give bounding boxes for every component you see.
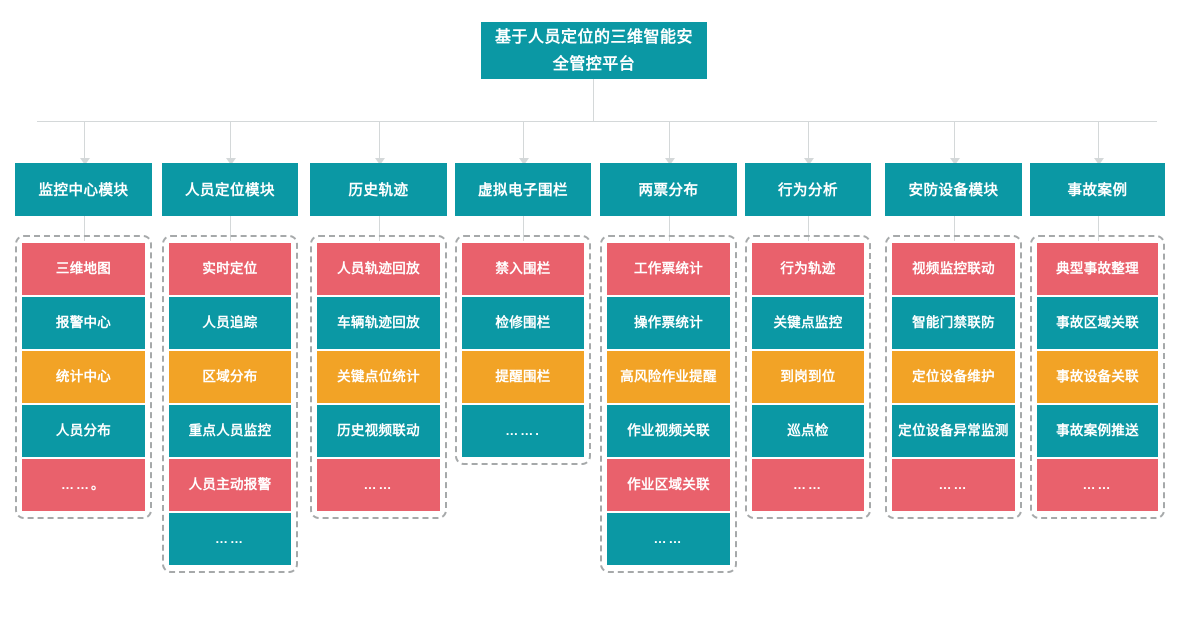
feature-cell-7-1[interactable]: 事故区域关联 (1037, 297, 1158, 349)
feature-cell-4-3[interactable]: 作业视频关联 (607, 405, 730, 457)
module-header-6[interactable]: 安防设备模块 (885, 163, 1022, 216)
feature-ellipsis-1-5[interactable]: …… (169, 513, 291, 565)
module-column-5: 行为分析行为轨迹关键点监控到岗到位巡点检…… (745, 163, 871, 519)
module-header-3[interactable]: 虚拟电子围栏 (455, 163, 591, 216)
module-group-box-7: 典型事故整理事故区域关联事故设备关联事故案例推送…… (1030, 235, 1165, 519)
branch-arrow-icon-2 (374, 158, 385, 165)
feature-cell-1-2[interactable]: 区域分布 (169, 351, 291, 403)
branch-connector-5 (808, 122, 809, 159)
module-group-box-4: 工作票统计操作票统计高风险作业提醒作业视频关联作业区域关联…… (600, 235, 737, 573)
branch-arrow-icon-5 (804, 158, 814, 165)
branch-arrow-icon-6 (949, 158, 960, 165)
module-header-0[interactable]: 监控中心模块 (15, 163, 152, 216)
branch-arrow-icon-7 (1093, 158, 1104, 165)
feature-cell-6-2[interactable]: 定位设备维护 (892, 351, 1015, 403)
feature-cell-3-0[interactable]: 禁入围栏 (462, 243, 584, 295)
branch-arrow-icon-0 (79, 158, 90, 165)
feature-ellipsis-0-4[interactable]: ……。 (22, 459, 145, 511)
feature-cell-1-0[interactable]: 实时定位 (169, 243, 291, 295)
feature-cell-2-0[interactable]: 人员轨迹回放 (317, 243, 440, 295)
module-column-2: 历史轨迹人员轨迹回放车辆轨迹回放关键点位统计历史视频联动…… (310, 163, 447, 519)
feature-cell-5-1[interactable]: 关键点监控 (752, 297, 864, 349)
module-header-7[interactable]: 事故案例 (1030, 163, 1165, 216)
branch-arrow-icon-4 (664, 158, 675, 165)
feature-cell-5-0[interactable]: 行为轨迹 (752, 243, 864, 295)
branch-connector-6 (953, 122, 955, 159)
platform-title-box: 基于人员定位的三维智能安全管控平台 (481, 22, 707, 79)
module-group-box-6: 视频监控联动智能门禁联防定位设备维护定位设备异常监测…… (885, 235, 1022, 519)
header-to-group-connector-3 (523, 215, 524, 241)
header-to-group-connector-6 (953, 215, 955, 241)
branch-connector-1 (230, 122, 231, 159)
feature-ellipsis-3-3[interactable]: ……. (462, 405, 584, 457)
header-to-group-connector-0 (83, 215, 85, 241)
feature-cell-6-0[interactable]: 视频监控联动 (892, 243, 1015, 295)
module-group-box-0: 三维地图报警中心统计中心人员分布……。 (15, 235, 152, 519)
feature-cell-3-1[interactable]: 检修围栏 (462, 297, 584, 349)
module-header-4[interactable]: 两票分布 (600, 163, 737, 216)
feature-cell-1-1[interactable]: 人员追踪 (169, 297, 291, 349)
feature-cell-5-3[interactable]: 巡点检 (752, 405, 864, 457)
feature-cell-4-0[interactable]: 工作票统计 (607, 243, 730, 295)
feature-ellipsis-4-5[interactable]: …… (607, 513, 730, 565)
feature-cell-0-0[interactable]: 三维地图 (22, 243, 145, 295)
feature-ellipsis-6-4[interactable]: …… (892, 459, 1015, 511)
branch-connector-3 (523, 122, 524, 159)
feature-cell-6-3[interactable]: 定位设备异常监测 (892, 405, 1015, 457)
feature-cell-2-2[interactable]: 关键点位统计 (317, 351, 440, 403)
horizontal-bus-connector (37, 121, 1157, 122)
feature-cell-4-4[interactable]: 作业区域关联 (607, 459, 730, 511)
feature-cell-7-3[interactable]: 事故案例推送 (1037, 405, 1158, 457)
header-to-group-connector-2 (378, 215, 380, 241)
feature-cell-4-2[interactable]: 高风险作业提醒 (607, 351, 730, 403)
feature-cell-1-3[interactable]: 重点人员监控 (169, 405, 291, 457)
feature-cell-2-3[interactable]: 历史视频联动 (317, 405, 440, 457)
feature-cell-0-3[interactable]: 人员分布 (22, 405, 145, 457)
feature-cell-4-1[interactable]: 操作票统计 (607, 297, 730, 349)
feature-cell-0-1[interactable]: 报警中心 (22, 297, 145, 349)
header-to-group-connector-4 (668, 215, 670, 241)
module-group-box-3: 禁入围栏检修围栏提醒围栏……. (455, 235, 591, 465)
module-column-4: 两票分布工作票统计操作票统计高风险作业提醒作业视频关联作业区域关联…… (600, 163, 737, 573)
feature-cell-3-2[interactable]: 提醒围栏 (462, 351, 584, 403)
feature-cell-7-0[interactable]: 典型事故整理 (1037, 243, 1158, 295)
module-column-7: 事故案例典型事故整理事故区域关联事故设备关联事故案例推送…… (1030, 163, 1165, 519)
branch-arrow-icon-3 (519, 158, 529, 165)
branch-connector-4 (668, 122, 670, 159)
module-header-1[interactable]: 人员定位模块 (162, 163, 298, 216)
feature-ellipsis-5-4[interactable]: …… (752, 459, 864, 511)
module-header-2[interactable]: 历史轨迹 (310, 163, 447, 216)
module-column-1: 人员定位模块实时定位人员追踪区域分布重点人员监控人员主动报警…… (162, 163, 298, 573)
branch-arrow-icon-1 (226, 158, 236, 165)
module-header-5[interactable]: 行为分析 (745, 163, 871, 216)
feature-cell-6-1[interactable]: 智能门禁联防 (892, 297, 1015, 349)
header-to-group-connector-5 (808, 215, 809, 241)
branch-connector-7 (1097, 122, 1099, 159)
module-group-box-1: 实时定位人员追踪区域分布重点人员监控人员主动报警…… (162, 235, 298, 573)
branch-connector-2 (378, 122, 380, 159)
feature-cell-5-2[interactable]: 到岗到位 (752, 351, 864, 403)
module-group-box-2: 人员轨迹回放车辆轨迹回放关键点位统计历史视频联动…… (310, 235, 447, 519)
module-column-3: 虚拟电子围栏禁入围栏检修围栏提醒围栏……. (455, 163, 591, 465)
module-column-0: 监控中心模块三维地图报警中心统计中心人员分布……。 (15, 163, 152, 519)
feature-cell-2-1[interactable]: 车辆轨迹回放 (317, 297, 440, 349)
feature-ellipsis-2-4[interactable]: …… (317, 459, 440, 511)
feature-ellipsis-7-4[interactable]: …… (1037, 459, 1158, 511)
module-column-6: 安防设备模块视频监控联动智能门禁联防定位设备维护定位设备异常监测…… (885, 163, 1022, 519)
feature-cell-7-2[interactable]: 事故设备关联 (1037, 351, 1158, 403)
header-to-group-connector-7 (1097, 215, 1099, 241)
feature-cell-0-2[interactable]: 统计中心 (22, 351, 145, 403)
module-group-box-5: 行为轨迹关键点监控到岗到位巡点检…… (745, 235, 871, 519)
feature-cell-1-4[interactable]: 人员主动报警 (169, 459, 291, 511)
branch-connector-0 (83, 122, 85, 159)
header-to-group-connector-1 (230, 215, 231, 241)
root-vertical-connector (593, 79, 594, 122)
